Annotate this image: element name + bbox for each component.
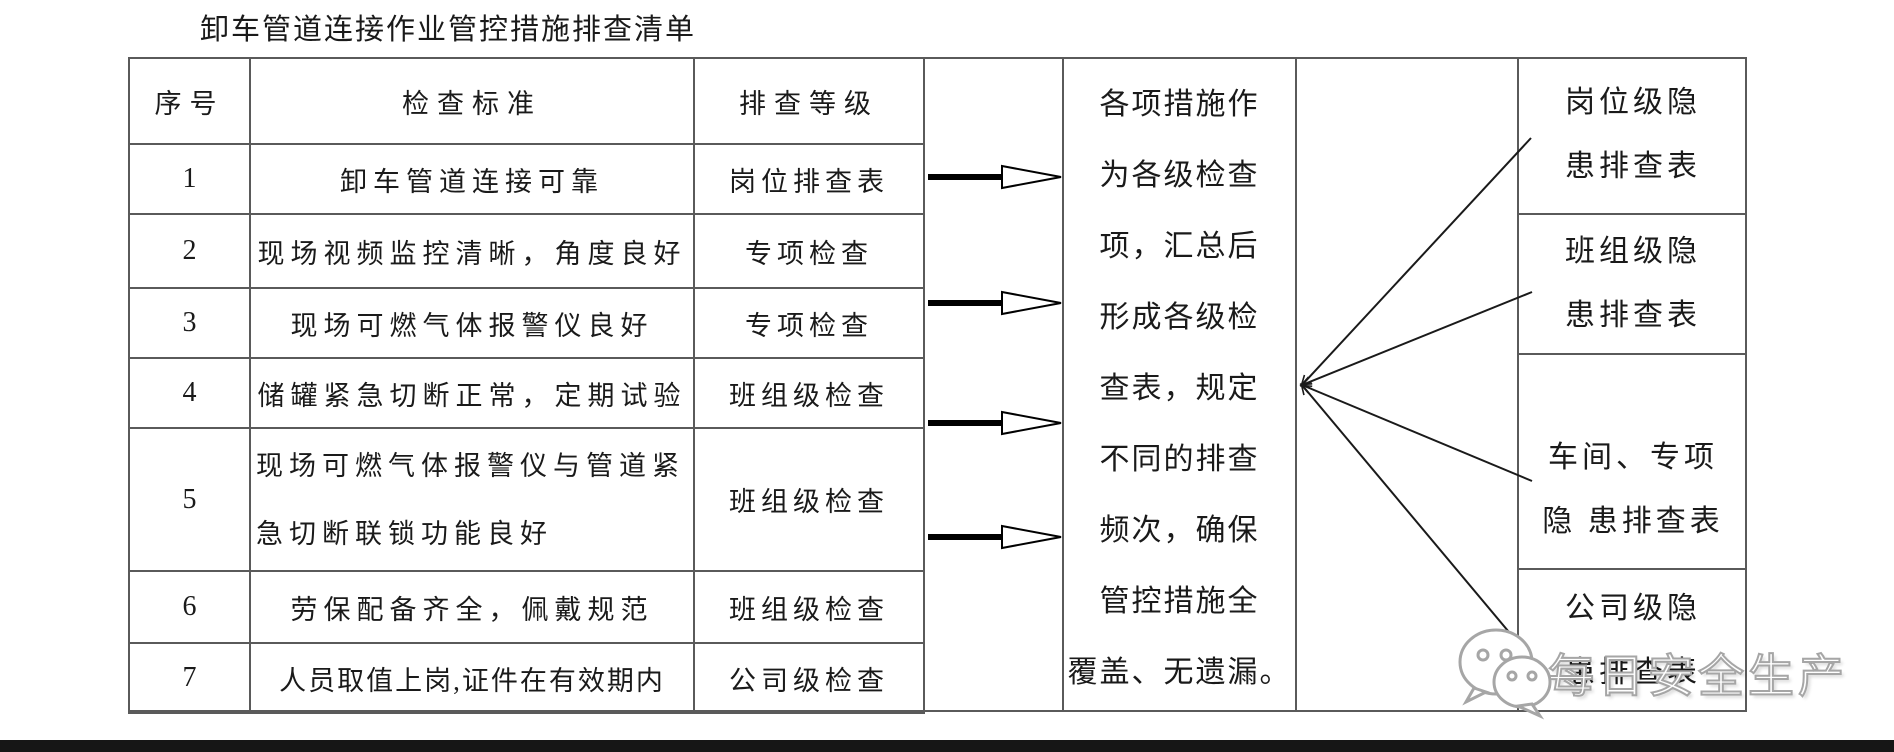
- output-box-line: 患排查表: [1565, 656, 1701, 689]
- row-number-cell: 6: [128, 570, 251, 644]
- output-box-line: 隐 患排查表: [1542, 505, 1724, 538]
- output-box: 岗位级隐患排查表: [1519, 57, 1747, 213]
- summary-note-line: 频次，确保: [1099, 514, 1260, 547]
- summary-note-line: 不同的排查: [1099, 443, 1260, 476]
- table-header: 序号检查标准排查等级: [128, 57, 925, 145]
- bottom-bar: [0, 740, 1894, 752]
- check-standard-cell: 现场视频监控清晰，角度良好: [249, 213, 695, 289]
- row-number-cell: 5: [128, 427, 251, 572]
- watermark-text: 每日安全生产: [1547, 650, 1848, 703]
- check-standard-cell: 现场可燃气体报警仪与管道紧急切断联锁功能良好: [249, 427, 695, 572]
- output-box: 班组级隐患排查表: [1519, 213, 1747, 353]
- check-level-cell: 班组级检查: [693, 357, 925, 429]
- check-level-cell: 班组级检查: [693, 427, 925, 572]
- page-title: 卸车管道连接作业管控措施排查清单: [200, 14, 697, 46]
- summary-note-line: 形成各级检: [1099, 301, 1260, 334]
- check-level-cell: 班组级检查: [693, 570, 925, 644]
- row-number-cell: 7: [128, 642, 251, 714]
- output-box-line: 公司级隐: [1565, 592, 1701, 625]
- summary-note-line: 覆盖、无遗漏。: [1067, 656, 1292, 689]
- row-number-cell: 2: [128, 213, 251, 289]
- row-number-cell: 1: [128, 143, 251, 215]
- summary-note-line: 各项措施作: [1099, 88, 1260, 121]
- check-standard-cell: 劳保配备齐全，佩戴规范: [249, 570, 695, 644]
- summary-note-line: 项，汇总后: [1099, 230, 1260, 263]
- table-header-cell: 序号: [128, 57, 251, 145]
- output-box-line: 患排查表: [1565, 299, 1701, 332]
- table-header-cell: 排查等级: [693, 57, 925, 145]
- check-level-cell: 专项检查: [693, 287, 925, 359]
- output-box: 公司级隐患排查表: [1519, 568, 1747, 712]
- output-box-line: 岗位级隐: [1565, 86, 1701, 119]
- check-standard-cell: 储罐紧急切断正常，定期试验: [249, 357, 695, 429]
- summary-note-line: 查表，规定: [1099, 372, 1260, 405]
- summary-note-line: 管控措施全: [1099, 585, 1260, 618]
- check-level-cell: 岗位排查表: [693, 143, 925, 215]
- check-standard-cell: 现场可燃气体报警仪良好: [249, 287, 695, 359]
- check-standard-cell: 人员取值上岗,证件在有效期内: [249, 642, 695, 714]
- row-number-cell: 3: [128, 287, 251, 359]
- output-box-line: 车间、专项: [1548, 441, 1718, 474]
- output-box-line: 患排查表: [1565, 150, 1701, 183]
- summary-note-line: 为各级检查: [1099, 159, 1260, 192]
- check-standard-cell: 卸车管道连接可靠: [249, 143, 695, 215]
- row-number-cell: 4: [128, 357, 251, 429]
- output-box-line: 班组级隐: [1565, 235, 1701, 268]
- summary-note: 各项措施作为各级检查项，汇总后形成各级检查表，规定不同的排查频次，确保管控措施全…: [1062, 57, 1297, 712]
- check-level-cell: 专项检查: [693, 213, 925, 289]
- output-box: 车间、专项隐 患排查表: [1519, 353, 1747, 568]
- output-boxes-column: 岗位级隐患排查表班组级隐患排查表车间、专项隐 患排查表公司级隐患排查表: [1517, 57, 1747, 712]
- table-header-cell: 检查标准: [249, 57, 695, 145]
- check-level-cell: 公司级检查: [693, 642, 925, 714]
